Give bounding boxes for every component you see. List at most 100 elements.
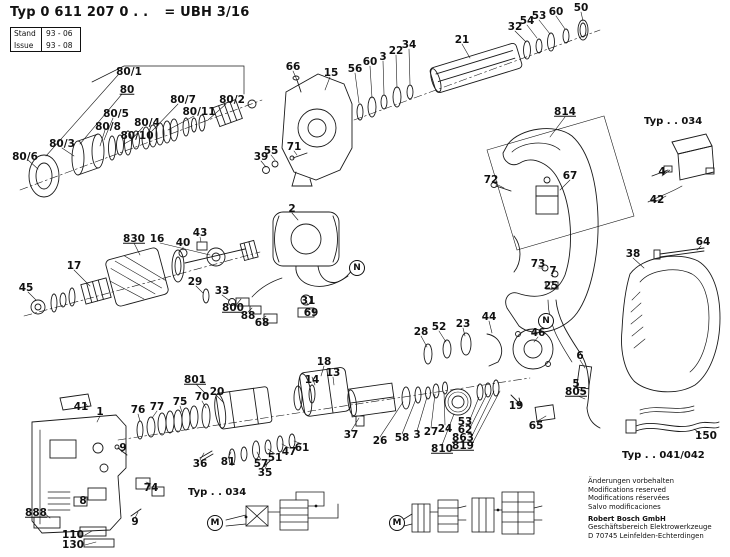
callout-27: 27 xyxy=(423,425,439,438)
callout-53: 53 xyxy=(531,9,547,22)
callout-44: 44 xyxy=(481,310,497,323)
callout-57: 57 xyxy=(253,457,269,470)
terminal-symbol: N xyxy=(538,313,554,329)
callout-13: 13 xyxy=(325,366,341,379)
callout-81: 81 xyxy=(220,455,236,468)
switch-module-drawing xyxy=(647,133,715,203)
terminal-symbol: N xyxy=(349,260,365,276)
callout-863: 863 xyxy=(452,431,474,444)
callout-37: 37 xyxy=(343,428,359,441)
callout-80-11: 80/11 xyxy=(182,105,216,118)
callout-819: 819 xyxy=(452,439,474,452)
callout-56: 56 xyxy=(347,62,363,75)
wiring-diagram-1 xyxy=(225,491,339,531)
callout-19: 19 xyxy=(508,399,524,412)
callout-80-1: 80/1 xyxy=(116,65,142,78)
callout-60: 60 xyxy=(548,5,564,18)
callout-60: 60 xyxy=(362,55,378,68)
callout-65: 65 xyxy=(528,419,544,432)
handle-housing-drawing xyxy=(490,128,601,429)
variant-label-bottom-left: Typ . . 034 xyxy=(188,487,247,498)
callout-29: 29 xyxy=(187,275,203,288)
spindle-assembly-drawing xyxy=(19,98,263,198)
callout-38: 38 xyxy=(625,247,641,260)
callout-5: 5 xyxy=(572,377,580,390)
callout-32: 32 xyxy=(507,20,523,33)
issue-label: Issue xyxy=(11,39,42,51)
type-number: Typ 0 611 207 0 . . xyxy=(10,5,149,20)
callout-9: 9 xyxy=(119,441,127,454)
callout-88: 88 xyxy=(240,309,256,322)
issue-row: Issue 93 - 08 xyxy=(11,39,80,51)
callout-40: 40 xyxy=(175,236,191,249)
callout-16: 16 xyxy=(149,232,165,245)
callout-41: 41 xyxy=(73,400,89,413)
callout-64: 64 xyxy=(695,235,711,248)
callout-80-3: 80/3 xyxy=(49,137,75,150)
brush-parts-drawing xyxy=(202,277,315,324)
callout-80-7: 80/7 xyxy=(170,93,196,106)
callout-73: 73 xyxy=(530,257,546,270)
callout-1: 1 xyxy=(96,405,104,418)
callout-150: 150 xyxy=(695,429,717,442)
callout-45: 45 xyxy=(18,281,34,294)
callout-53: 53 xyxy=(457,415,473,428)
callout-23: 23 xyxy=(455,317,471,330)
callout-55: 55 xyxy=(263,144,279,157)
callout-80-5: 80/5 xyxy=(103,107,129,120)
callout-76: 76 xyxy=(130,403,146,416)
callout-24: 24 xyxy=(437,422,453,435)
callout-58: 58 xyxy=(394,431,410,444)
callout-814: 814 xyxy=(554,105,576,118)
callout-50: 50 xyxy=(573,1,589,14)
callout-75: 75 xyxy=(172,395,188,408)
callout-80-4: 80/4 xyxy=(134,116,160,129)
revision-box: Stand 93 - 06 Issue 93 - 08 xyxy=(10,27,81,52)
callout-2: 2 xyxy=(288,202,296,215)
callout-21: 21 xyxy=(454,33,470,46)
callout-67: 67 xyxy=(562,169,578,182)
variant-label-top-right: Typ . . 034 xyxy=(644,116,703,127)
motor-symbol: M xyxy=(207,515,223,531)
callout-6: 6 xyxy=(576,349,584,362)
bearing-plate-drawing xyxy=(423,328,554,370)
callout-34: 34 xyxy=(401,38,417,51)
callout-68: 68 xyxy=(254,316,270,329)
callout-77: 77 xyxy=(149,400,165,413)
callout-26: 26 xyxy=(372,434,388,447)
callout-80-6: 80/6 xyxy=(12,150,38,163)
motor-housing-drawing xyxy=(31,393,296,548)
footer-division: Geschäftsbereich Elektrowerkzeuge xyxy=(588,523,712,532)
callout-52: 52 xyxy=(431,320,447,333)
callout-810: 810 xyxy=(431,442,453,455)
callout-43: 43 xyxy=(192,226,208,239)
variant-label-bottom-right: Typ . . 041/042 xyxy=(622,450,705,461)
callout-3: 3 xyxy=(379,50,387,63)
callout-46: 46 xyxy=(530,326,546,339)
gear-housing-drawing xyxy=(262,73,353,187)
wiring-diagram-2 xyxy=(403,499,467,533)
callout-15: 15 xyxy=(323,66,339,79)
footer-note-line: Modifications reserved xyxy=(588,485,667,494)
callout-36: 36 xyxy=(192,457,208,470)
callout-801: 801 xyxy=(184,373,206,386)
page-title: Typ 0 611 207 0 . .= UBH 3/16 xyxy=(10,5,250,20)
callout-830: 830 xyxy=(123,232,145,245)
callout-80-10: 80/10 xyxy=(120,129,154,142)
footer-address: D 70745 Leinfelden-Echterdingen xyxy=(588,531,704,540)
housing-shell-drawing xyxy=(621,247,721,393)
power-cord-drawing xyxy=(625,405,720,434)
callout-110: 110 xyxy=(62,528,84,541)
callout-42: 42 xyxy=(649,193,665,206)
group-box-814 xyxy=(486,115,635,251)
callout-35: 35 xyxy=(257,466,273,479)
footer-note-line: Änderungen vorbehalten xyxy=(588,477,674,485)
callout-74: 74 xyxy=(143,481,159,494)
footer-note-line: Salvo modificaciones xyxy=(588,502,661,511)
callout-4: 4 xyxy=(658,165,666,178)
callout-72: 72 xyxy=(483,173,499,186)
callout-69: 69 xyxy=(303,306,319,319)
